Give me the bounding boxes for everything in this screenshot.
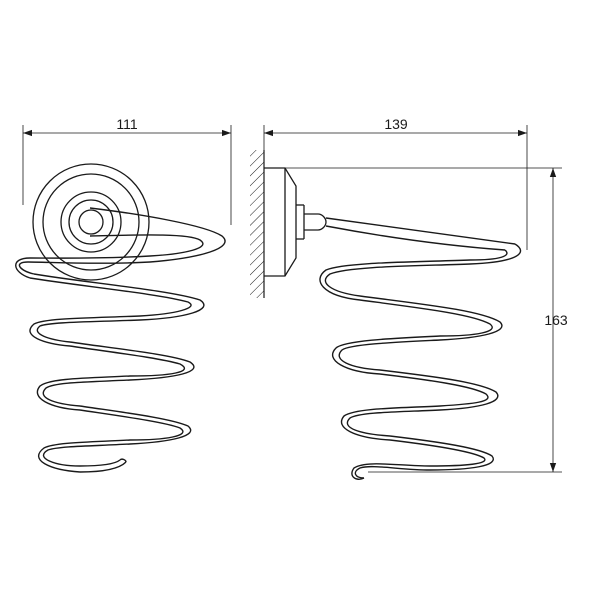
dimension-width-front (22, 125, 232, 225)
dimension-depth-side (263, 125, 528, 250)
mounting-base (264, 167, 327, 277)
wall-hatch (250, 150, 265, 298)
dimension-height-side (285, 167, 562, 473)
wall-rosette (32, 163, 150, 281)
label-depth-side: 139 (384, 116, 408, 132)
front-view (15, 125, 232, 473)
spiral-coil-front (15, 207, 226, 473)
spiral-coil-side (319, 217, 522, 480)
label-width-front: 111 (116, 116, 137, 132)
label-height-side: 163 (544, 312, 568, 328)
side-view (250, 125, 562, 480)
